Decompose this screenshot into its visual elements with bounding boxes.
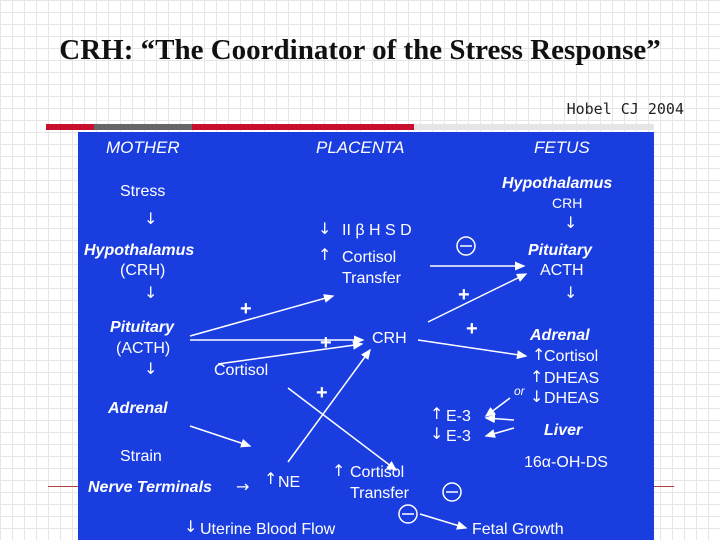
arrow-up-icon: ↑ xyxy=(530,367,544,386)
arrow-to-fetal-growth xyxy=(419,513,468,530)
mother-stress: Stress xyxy=(120,183,166,200)
plus-sign: + xyxy=(316,382,328,404)
placenta-crh: CRH xyxy=(372,330,407,347)
arrow-down-icon: ↓ xyxy=(144,283,158,302)
plus-sign: + xyxy=(240,298,252,320)
placenta-e3-up: E-3 xyxy=(446,408,471,425)
mother-strain: Strain xyxy=(120,448,162,465)
mother-uterine-blood-flow: Uterine Blood Flow xyxy=(200,521,336,538)
arrow-mother-adrenal-to-strain xyxy=(189,425,252,448)
mother-acth: (ACTH) xyxy=(116,340,171,357)
arrow-down-icon: ↓ xyxy=(564,283,578,302)
arrow-right-icon: → xyxy=(236,477,250,496)
mother-nerve-terminals: Nerve Terminals xyxy=(88,479,212,496)
fetus-fetal-growth: Fetal Growth xyxy=(472,521,564,538)
placenta-cortisol-transfer-line2: Transfer xyxy=(342,270,401,287)
minus-circle-icon xyxy=(456,236,476,256)
accent-bar-gray xyxy=(94,124,192,130)
arrow-down-icon: ↓ xyxy=(530,387,544,406)
header-placenta: PLACENTA xyxy=(316,138,405,157)
footer-rule-right xyxy=(654,486,674,487)
arrow-dheas-to-e3 xyxy=(484,397,511,417)
fetus-adrenal: Adrenal xyxy=(530,327,590,344)
arrow-up-icon: ↑ xyxy=(430,404,444,423)
plus-sign: + xyxy=(320,332,332,354)
fetus-pituitary: Pituitary xyxy=(528,242,593,259)
arrow-down-icon: ↓ xyxy=(430,424,444,443)
minus-circle-icon xyxy=(398,504,418,524)
accent-bar-red xyxy=(192,124,414,130)
arrow-down-icon: ↓ xyxy=(144,359,158,378)
fetus-hypothalamus: Hypothalamus xyxy=(502,175,613,192)
arrow-up-icon: ↑ xyxy=(318,245,332,264)
arrow-liver-to-e3 xyxy=(484,414,515,424)
fetus-liver: Liver xyxy=(544,422,583,439)
arrow-up-icon: ↑ xyxy=(532,345,546,364)
plus-sign: + xyxy=(466,318,478,340)
placenta-ii-beta-hsd: II β H S D xyxy=(342,222,412,239)
slide-title: CRH: “The Coordinator of the Stress Resp… xyxy=(59,34,661,66)
mother-adrenal: Adrenal xyxy=(108,400,168,417)
fetus-acth: ACTH xyxy=(540,262,584,279)
mother-hypothalamus: Hypothalamus xyxy=(84,242,195,259)
fetus-or: or xyxy=(514,384,525,398)
fetus-cortisol: Cortisol xyxy=(544,348,599,365)
fetus-16a-oh-ds: 16α-OH-DS xyxy=(524,454,608,471)
mother-ne: NE xyxy=(278,474,301,491)
arrow-crh-to-fetus-adrenal xyxy=(417,339,528,360)
plus-sign: + xyxy=(458,284,470,306)
arrow-up-icon: ↑ xyxy=(264,469,278,488)
mother-crh: (CRH) xyxy=(120,262,166,279)
arrow-mother-pituitary-to-placenta xyxy=(189,294,335,337)
header-mother: MOTHER xyxy=(106,138,180,157)
arrow-adrenal-to-crh xyxy=(287,348,371,463)
arrow-liver-to-e3-lower xyxy=(484,427,515,438)
placenta-cortisol-transfer-line1: Cortisol xyxy=(342,249,397,266)
placenta-cortisol-transfer-b-line2: Transfer xyxy=(350,485,409,502)
arrow-down-icon: ↓ xyxy=(564,213,578,232)
minus-circle-icon xyxy=(442,482,462,502)
fetus-crh: CRH xyxy=(552,195,583,211)
fetus-dheas-up: DHEAS xyxy=(544,370,600,387)
arrow-down-icon: ↓ xyxy=(318,219,332,238)
arrow-down-icon: ↓ xyxy=(144,209,158,228)
stress-response-diagram: MOTHER PLACENTA FETUS Stress ↓ Hypothala… xyxy=(78,132,654,540)
arrow-cortisol-to-crh xyxy=(217,340,364,365)
accent-bar-light xyxy=(414,124,654,130)
citation: Hobel CJ 2004 xyxy=(566,100,684,118)
footer-rule-left xyxy=(48,486,78,487)
mother-cortisol: Cortisol xyxy=(214,362,269,379)
arrow-adrenal-to-transfer xyxy=(287,387,398,471)
diagram-arrows xyxy=(189,236,528,530)
arrow-crh-to-fetus-pituitary xyxy=(427,273,528,323)
arrow-down-icon: ↓ xyxy=(184,517,198,536)
fetus-dheas-down: DHEAS xyxy=(544,390,600,407)
mother-pituitary: Pituitary xyxy=(110,319,175,336)
placenta-e3-down: E-3 xyxy=(446,428,471,445)
accent-bar-red-left xyxy=(46,124,94,130)
arrow-up-icon: ↑ xyxy=(332,461,346,480)
header-fetus: FETUS xyxy=(534,138,590,157)
